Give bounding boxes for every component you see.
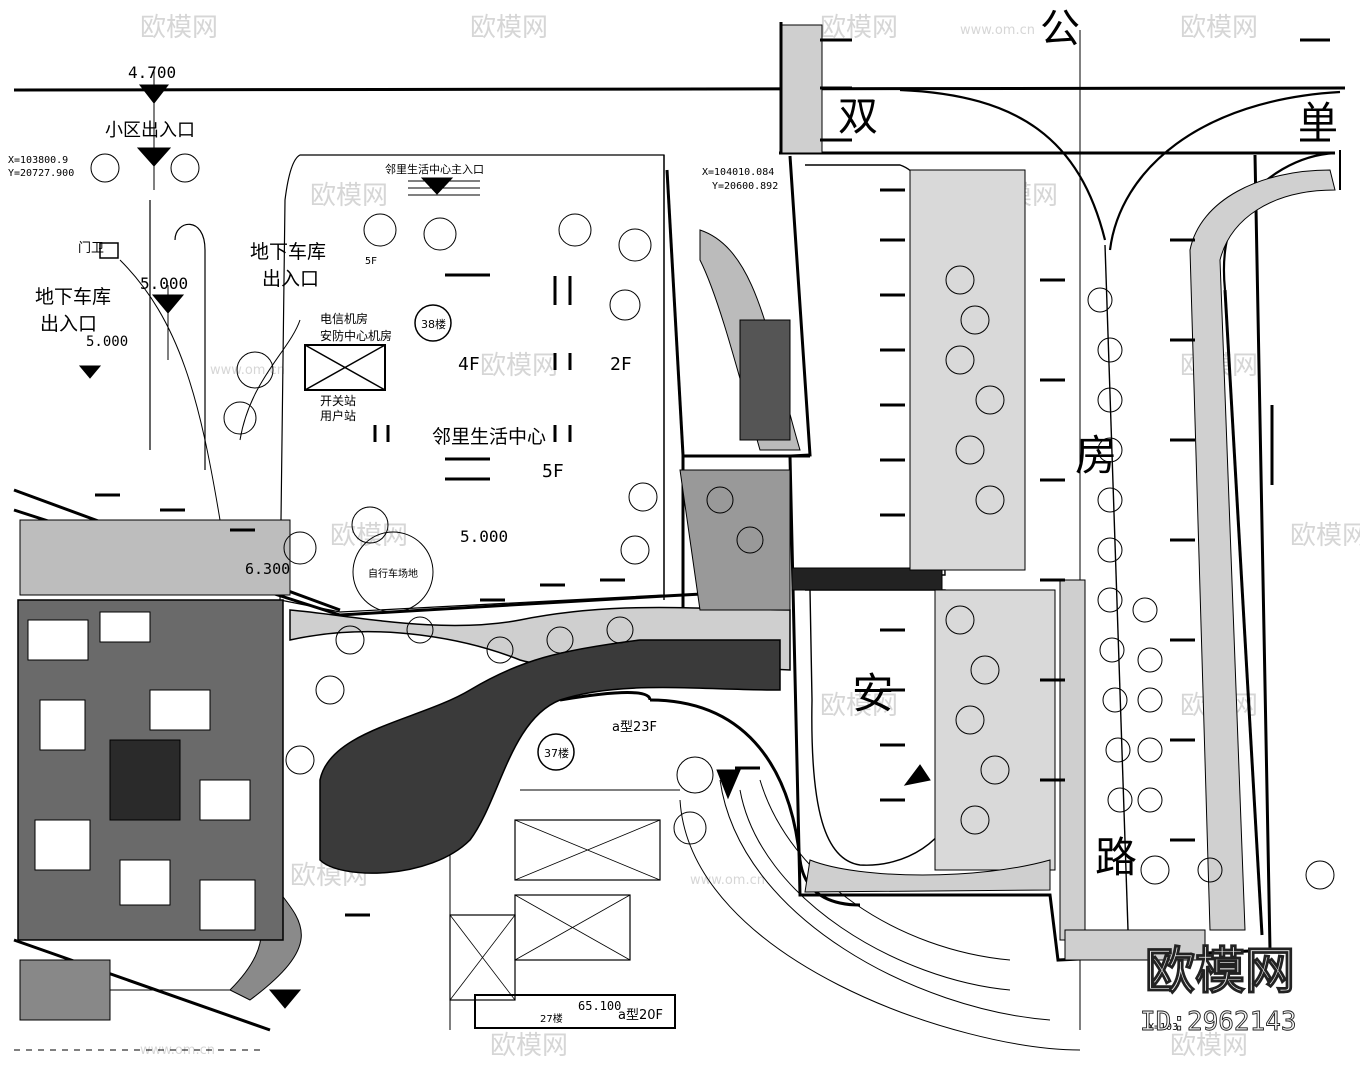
building-markers xyxy=(95,38,1330,917)
coordinate-label: Y=20600.892 xyxy=(712,181,778,192)
floor-label: 2F xyxy=(610,354,632,375)
road-name-char: 单 xyxy=(1298,99,1338,145)
road-name-char: 路 xyxy=(1095,833,1137,882)
watermark-site: www.om.cn xyxy=(690,873,765,888)
watermark-site: www.om.cn xyxy=(210,363,285,378)
watermark-text: 欧模网 xyxy=(480,351,558,381)
watermark-text: 欧模网 xyxy=(820,691,898,721)
watermark-brand: 欧模网 xyxy=(1145,942,1295,1000)
watermark-text: 欧模网 xyxy=(470,13,548,43)
building-type-label: a型20F xyxy=(618,1008,663,1023)
room-label: 用户站 xyxy=(320,408,356,423)
watermark-text: 欧模网 xyxy=(310,181,388,211)
road-name-char: 安 xyxy=(852,669,894,718)
center-name-label: 邻里生活中心 xyxy=(432,426,546,448)
tree-symbols xyxy=(90,153,1335,890)
room-label: 开关站 xyxy=(320,394,356,408)
floor-label: 5F xyxy=(542,461,564,482)
road-name-char: 公 xyxy=(1040,6,1080,52)
bike-parking-label: 自行车场地 xyxy=(368,567,418,580)
watermark-text: 欧模网 xyxy=(820,13,898,43)
watermark-text: 欧模网 xyxy=(1290,521,1360,551)
watermark-site: www.om.cn xyxy=(140,1043,215,1058)
elevation-label: 5.000 xyxy=(460,527,508,546)
watermark-site: www.om.cn xyxy=(960,23,1035,38)
elevation-label: 6.300 xyxy=(245,560,290,578)
coordinate-label: X=104010.084 xyxy=(702,167,774,178)
building-type-label: a型23F xyxy=(612,720,657,735)
watermark-text: 欧模网 xyxy=(490,1031,568,1061)
road-names: 公 双 单 安 房 路 xyxy=(838,6,1338,882)
drawing-labels: 4.700 小区出入口 X=103800.9 Y=20727.900 门卫 地下… xyxy=(8,63,1178,1033)
watermark-text: 欧模网 xyxy=(1170,1031,1248,1061)
elevation-label: 5.000 xyxy=(140,274,188,293)
elevation-label: 65.100 xyxy=(578,999,621,1013)
watermark-id: ID:2962143 xyxy=(1140,1007,1297,1037)
floor-label: 5F xyxy=(365,256,377,267)
coordinate-label: Y=20727.900 xyxy=(8,168,74,179)
garage-entrance-label: 地下车库 xyxy=(250,241,326,263)
watermark-text: 欧模网 xyxy=(1180,13,1258,43)
coordinate-label: X=103800.9 xyxy=(8,155,68,166)
center-entrance-label: 邻里生活中心主入口 xyxy=(385,162,484,176)
elevation-markers xyxy=(78,70,931,1009)
building-number-label: 38楼 xyxy=(421,317,446,331)
brand-watermark: 欧模网 ID:2962143 xyxy=(1140,941,1297,1037)
garage-entrance-label: 出入口 xyxy=(40,313,97,335)
road-name-char: 双 xyxy=(838,94,878,140)
garage-entrance-label: 地下车库 xyxy=(35,286,111,308)
garage-entrance-label: 出入口 xyxy=(262,268,319,290)
main-entrance-label: 小区出入口 xyxy=(105,120,195,141)
coordinate-label: X=103 xyxy=(1148,1022,1178,1033)
elevation-label: 5.000 xyxy=(86,334,128,350)
building-number-label: 27楼 xyxy=(540,1012,563,1025)
elevation-label: 4.700 xyxy=(128,63,176,82)
building-number-label: 37楼 xyxy=(544,746,569,760)
floor-label: 4F xyxy=(458,354,480,375)
landscape-stream-band xyxy=(17,24,1336,1021)
room-label: 安防中心机房 xyxy=(320,328,392,343)
guard-booth-label: 门卫 xyxy=(78,241,104,256)
watermark-text: 欧模网 xyxy=(330,521,408,551)
room-label: 电信机房 xyxy=(320,311,368,326)
watermark-text: 欧模网 xyxy=(140,13,218,43)
road-name-char: 房 xyxy=(1075,431,1117,480)
